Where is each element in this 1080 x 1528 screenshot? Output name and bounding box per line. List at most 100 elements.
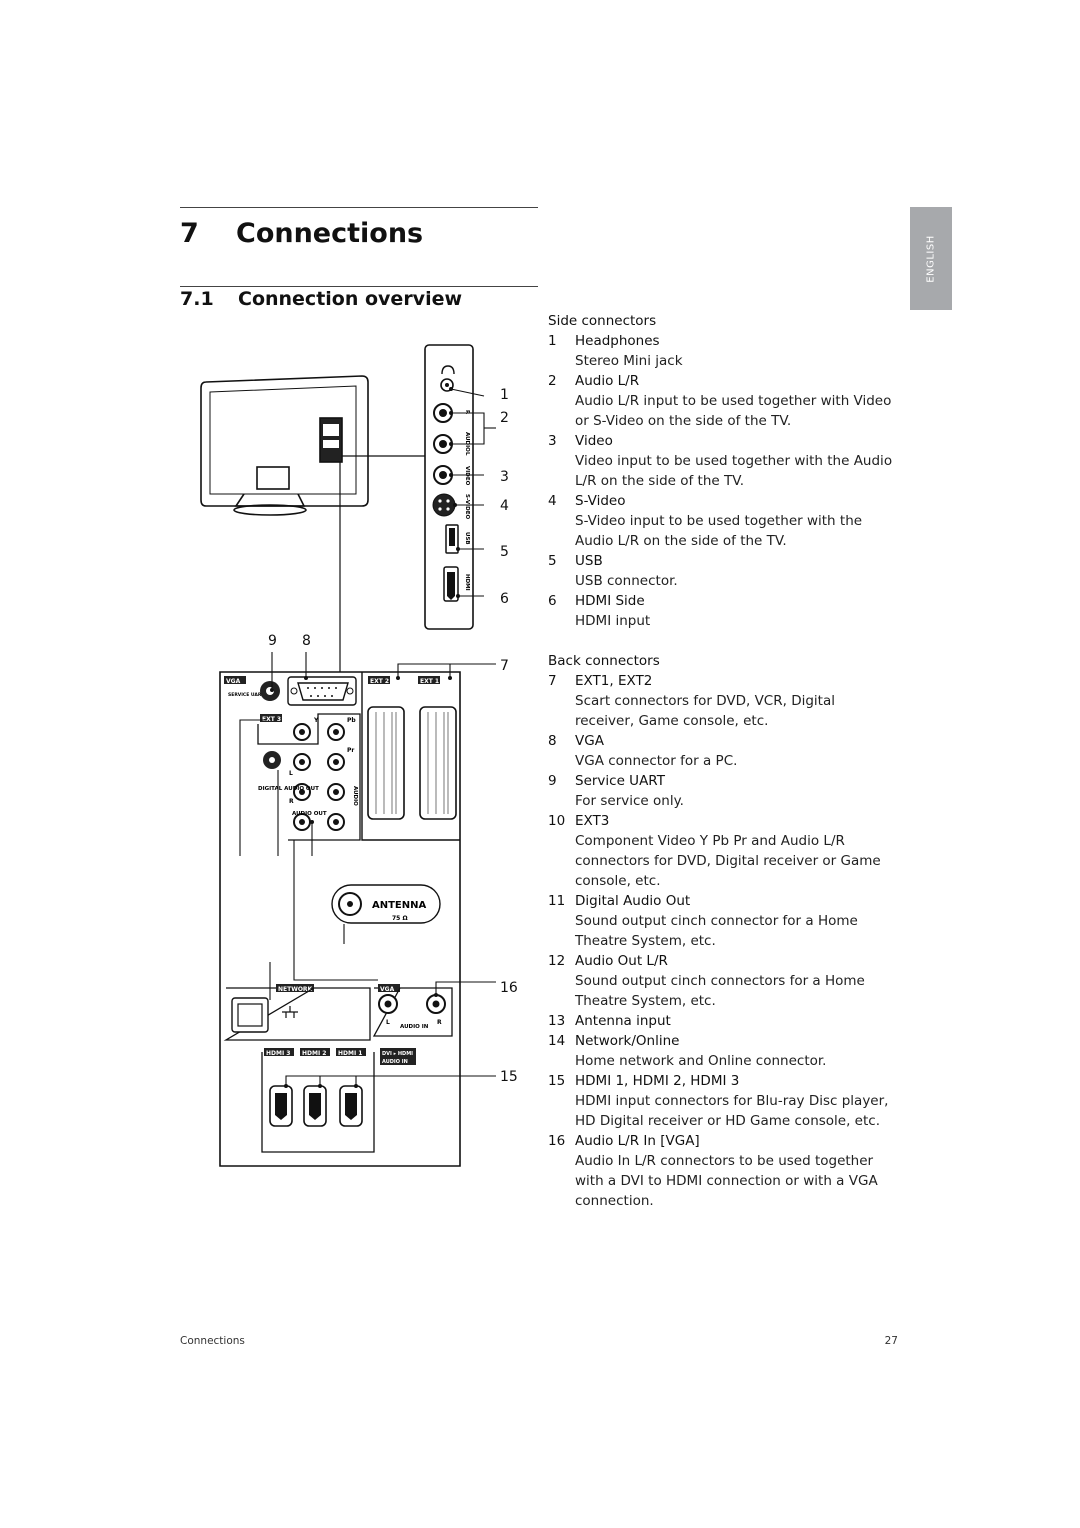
chapter-number: 7 [180,218,199,249]
label-dvi-hdmi: DVI ▸ HDMI [382,1051,413,1057]
item-description: Sound output cinch connector for a Home … [575,913,858,949]
label-hdmi1: HDMI 1 [338,1050,362,1057]
callout-7: 7 [500,658,509,674]
language-tab-label: ENGLISH [925,234,937,283]
item-description: Scart connectors for DVD, VCR, Digital r… [575,693,835,729]
callout-6: 6 [500,591,509,607]
label-audio: AUDIO [352,786,358,806]
item-number: 3 [548,433,557,449]
item-name: VGA [575,733,604,749]
chapter-title: 7 Connections [180,218,423,249]
item-description: Audio L/R input to be used together with… [575,393,892,429]
footer-section-name: Connections [180,1335,245,1347]
back-connector-item: 12 Audio Out L/R Sound output cinch connec… [548,951,898,1011]
item-description: HDMI input [575,613,651,629]
item-number: 6 [548,593,557,609]
item-number: 7 [548,673,557,689]
scart-pins [375,712,449,814]
label-audio-in: AUDIO IN [400,1024,429,1030]
item-number: 2 [548,373,557,389]
side-connector-item: 5 USB USB connector. [548,551,898,591]
item-name: EXT1, EXT2 [575,673,653,689]
item-description: Component Video Y Pb Pr and Audio L/R co… [575,833,881,889]
connections-diagram: AUDIO R L VIDEO S-VIDEO USB HDMI 1 2 3 4… [200,344,518,1167]
item-description: Audio In L/R connectors to be used toget… [575,1153,878,1209]
label-audio-in-2: AUDIO IN [382,1059,408,1065]
side-label-hdmi: HDMI [464,574,470,591]
item-description: Stereo Mini jack [575,353,683,369]
item-number: 11 [548,893,566,909]
label-ohm: 75 Ω [392,915,408,922]
label-y: Y [313,717,319,724]
callout-4: 4 [500,498,509,514]
language-tab: ENGLISH [910,207,952,310]
side-label-svideo: S-VIDEO [464,494,470,519]
item-name: Audio Out L/R [575,953,668,969]
label-audio-out: AUDIO OUT [292,811,327,817]
callout-2: 2 [500,410,509,426]
label-vga-2: VGA [380,986,395,993]
callout-3: 3 [500,469,509,485]
label-service-uart: SERVICE UART [228,692,265,698]
label-hdmi3: HDMI 3 [266,1050,290,1057]
callout-15: 15 [500,1069,518,1085]
item-name: USB [575,553,603,569]
item-name: S-Video [575,493,626,509]
side-connector-item: 2 Audio L/R Audio L/R input to be used tog… [548,371,898,431]
label-r: R [289,798,294,805]
side-label-l: L [464,452,470,456]
item-name: Antenna input [575,1013,671,1029]
item-description: USB connector. [575,573,678,589]
item-description: S-Video input to be used together with t… [575,513,863,549]
side-label-video: VIDEO [464,466,470,486]
item-description: Sound output cinch connectors for a Home… [575,973,865,1009]
label-pr: Pr [347,747,354,754]
chapter-top-rule [180,207,538,208]
chapter-title-text: Connections [236,218,424,249]
label-digital-audio-out: DIGITAL AUDIO OUT [258,786,319,792]
back-connectors-title: Back connectors [548,653,660,669]
section-number: 7.1 [180,288,214,310]
item-name: EXT3 [575,813,610,829]
label-ext1: EXT 1 [420,678,439,685]
side-label-audio: AUDIO [464,432,470,452]
label-network: NETWORK [278,986,313,993]
callout-8: 8 [302,633,311,649]
item-name: Audio L/R [575,373,640,389]
item-name: Network/Online [575,1033,680,1049]
item-number: 5 [548,553,557,569]
item-number: 4 [548,493,557,509]
item-number: 15 [548,1073,566,1089]
label-l: L [289,770,293,777]
item-number: 9 [548,773,557,789]
item-name: HDMI 1, HDMI 2, HDMI 3 [575,1073,740,1089]
item-number: 14 [548,1033,566,1049]
hdmi-back-labels: HDMI 3 HDMI 2 HDMI 1 DVI ▸ HDMI AUDIO IN [264,1048,416,1065]
item-number: 10 [548,813,566,829]
side-label-usb: USB [464,532,470,545]
item-description: VGA connector for a PC. [575,753,738,769]
callout-16: 16 [500,980,518,996]
item-number: 12 [548,953,566,969]
item-description: Home network and Online connector. [575,1053,827,1069]
item-number: 8 [548,733,557,749]
label-pb: Pb [347,717,356,724]
label-vga: VGA [226,678,241,685]
item-number: 16 [548,1133,566,1149]
item-name: HDMI Side [575,593,645,609]
label-antenna: ANTENNA [372,900,426,911]
item-name: Digital Audio Out [575,893,691,909]
page-number: 27 [884,1335,898,1347]
tv-back-illustration [200,375,369,516]
